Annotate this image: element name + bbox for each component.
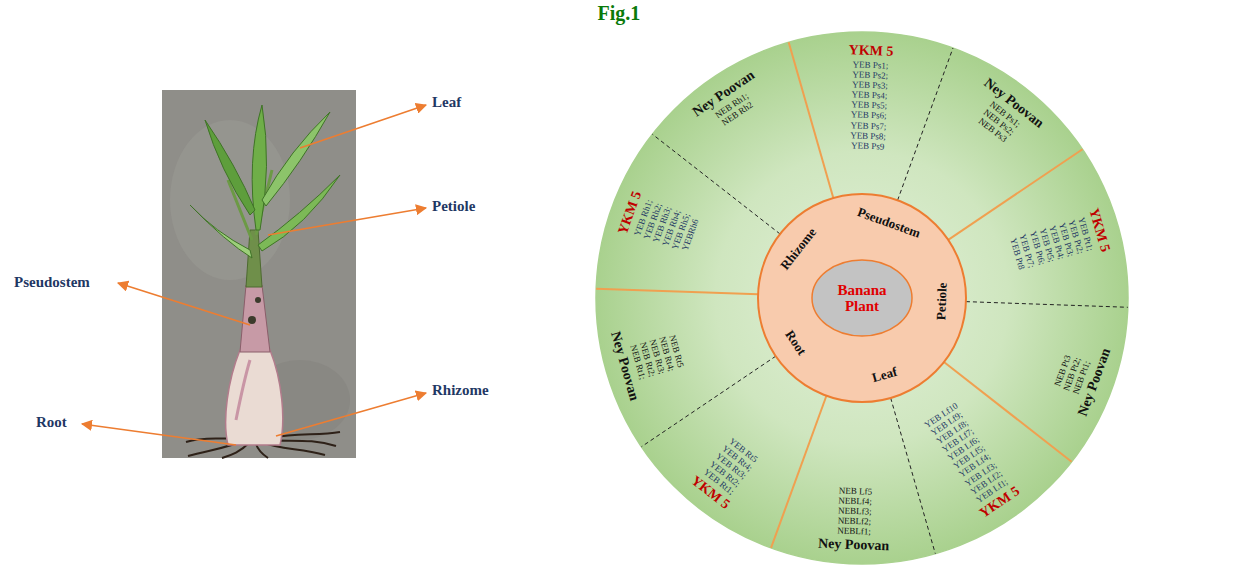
part-label: Root bbox=[781, 327, 809, 358]
isolate-code: YEB Ps5; bbox=[851, 100, 887, 111]
leader-arrow bbox=[118, 283, 250, 325]
part-segment: Root bbox=[779, 324, 812, 361]
photo-shade bbox=[170, 120, 290, 280]
stem-spot bbox=[248, 316, 256, 324]
isolate-code: NEBLf3; bbox=[838, 505, 872, 516]
part-divider bbox=[596, 289, 758, 295]
part-segment: Rhizome bbox=[775, 222, 823, 276]
part-divider bbox=[771, 396, 826, 548]
stem-spot bbox=[255, 297, 261, 303]
leader-arrow bbox=[268, 208, 426, 235]
leader-arrow bbox=[300, 105, 426, 148]
center-node: Banana Plant bbox=[825, 280, 899, 317]
part-name-label: Pseudostem bbox=[14, 274, 90, 291]
rhizome-base bbox=[226, 350, 283, 445]
part-name-label: Leaf bbox=[432, 94, 461, 111]
cultivar-sector: Ney PoovanNEB Rt1;NEB Rt2;NEB Rt3;NEB Rt… bbox=[604, 313, 693, 406]
cultivar-sector: YKM 5YEB Lf1;YEB Lf2;YEB Lf3;YEB Lf4;YEB… bbox=[917, 396, 1027, 525]
isolate-code: NEB Lf5 bbox=[838, 485, 872, 496]
leader-arrow bbox=[82, 424, 236, 445]
part-label: Rhizome bbox=[778, 225, 821, 273]
isolate-code: YEB Ps9 bbox=[851, 140, 885, 151]
cultivar-sector: Ney PoovanNEBLf1;NEBLf2;NEBLf3;NEBLf4;NE… bbox=[815, 484, 894, 557]
photo-ground bbox=[162, 90, 356, 458]
isolate-code: YEB Ps8; bbox=[850, 130, 886, 141]
cultivar-sector: YKM 5YEB Ps1;YEB Ps2;YEB Ps3;YEB Ps4;YEB… bbox=[842, 40, 897, 153]
isolate-code: YEB Ps2; bbox=[852, 70, 888, 81]
center-label: Banana Plant bbox=[827, 282, 897, 315]
pink-sheath bbox=[236, 360, 250, 420]
pseudostem bbox=[240, 285, 270, 352]
cultivar-heading: YKM 5 bbox=[848, 42, 893, 60]
outer-ring bbox=[596, 32, 1128, 564]
part-segment: Pseudostem bbox=[852, 202, 926, 244]
cultivar-sector: Ney PoovanNEB Rh1;NEB Rh2 bbox=[686, 63, 772, 139]
banana-plant-photo bbox=[162, 90, 356, 458]
part-label: Pseudostem bbox=[856, 204, 923, 242]
part-name-label: Petiole bbox=[432, 198, 475, 215]
part-segment: Leaf bbox=[867, 362, 902, 388]
isolate-code: YEB Ps6; bbox=[850, 110, 886, 121]
wheel-diagram bbox=[596, 32, 1128, 564]
cultivar-sector: YKM 5YEB Rt1;YEB Rt2;YEB Rt3;YEB Rt4;YEB… bbox=[684, 430, 768, 517]
cultivar-sector: Ney PoovanNEB Pt1;NEB Pt2;NEB Pt3 bbox=[1043, 333, 1117, 423]
isolate-code: YEB Ps1; bbox=[852, 60, 888, 71]
part-name-label: Root bbox=[36, 414, 67, 431]
upper-stem bbox=[246, 230, 262, 287]
leaves bbox=[190, 105, 340, 258]
isolate-code: YEB Ps3; bbox=[851, 80, 887, 91]
figure-title: Fig.1 bbox=[598, 2, 641, 25]
isolate-code: NEBLf1; bbox=[837, 526, 871, 537]
leader-arrow bbox=[276, 393, 426, 436]
inner-ring bbox=[758, 194, 966, 402]
center-ellipse bbox=[812, 260, 912, 336]
isolate-code: NEBLf4; bbox=[838, 495, 872, 506]
isolate-code: NEBLf2; bbox=[837, 516, 871, 527]
cultivar-sector: YKM 5YEB Pt1;YEB Pt2;YEB Pt3;YEB Pt4;YEB… bbox=[1005, 203, 1116, 280]
part-label: Petiole bbox=[933, 282, 950, 321]
cultivar-sector: Ney PoovanNEB Ps1;NEB Ps2;NEB Ps3 bbox=[959, 72, 1051, 159]
part-label: Leaf bbox=[870, 364, 898, 386]
cultivar-divider bbox=[966, 302, 1128, 308]
leader-arrows bbox=[82, 105, 426, 445]
part-segment: Petiole bbox=[932, 278, 952, 323]
isolate-code: YEB Ps4; bbox=[851, 90, 887, 101]
cultivar-sector: YKM 5YEB Rh1;YEB Rh2;YEB Rh3;YEB Rh4;YEB… bbox=[612, 186, 705, 261]
isolate-code: YEB Ps7; bbox=[850, 120, 886, 131]
cultivar-heading: Ney Poovan bbox=[818, 536, 890, 555]
cultivar-divider bbox=[898, 48, 953, 200]
part-name-label: Rhizome bbox=[432, 382, 489, 399]
part-divider bbox=[789, 42, 834, 198]
